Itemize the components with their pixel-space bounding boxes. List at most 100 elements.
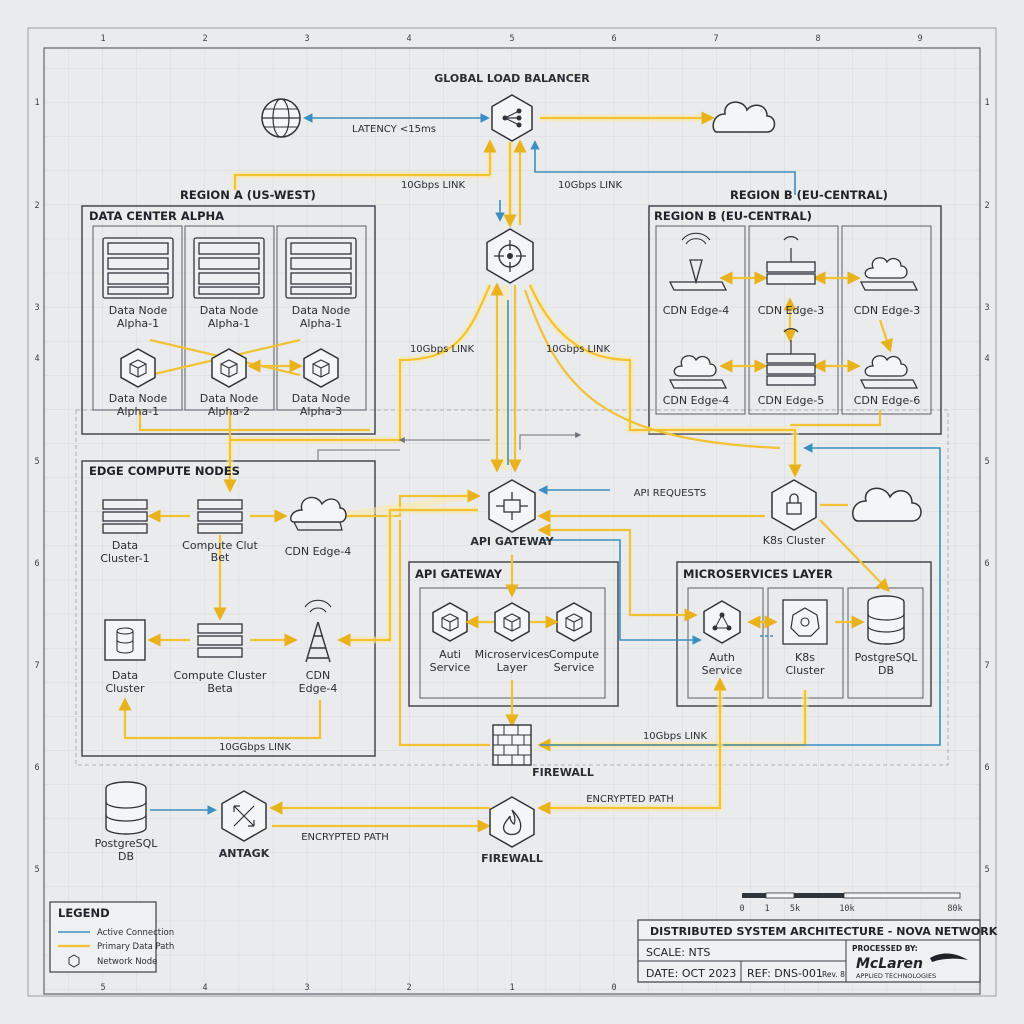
firewall-brick-icon[interactable] (492, 724, 532, 766)
firewall-flame-icon[interactable] (489, 796, 535, 848)
antagk-icon[interactable] (221, 790, 267, 842)
service-label: Service (702, 664, 743, 677)
api-gateway-label: API GATEWAY (470, 535, 554, 548)
server-stack-icon (102, 499, 148, 534)
server-stack-icon (197, 623, 243, 658)
database-icon (867, 595, 905, 645)
cloud-edge-icon (290, 496, 347, 531)
link-label: 10Gbps LINK (401, 180, 466, 191)
cloud-icon (712, 101, 776, 133)
date-text: DATE: OCT 2023 (646, 967, 736, 980)
title-block: DISTRIBUTED SYSTEM ARCHITECTURE - NOVA N… (637, 919, 998, 983)
grid-refs-top: 1 2 3 4 5 6 7 8 9 (100, 34, 922, 44)
legend: LEGEND Active Connection Primary Data Pa… (49, 901, 174, 973)
latency-label: LATENCY <15ms (352, 124, 436, 135)
server-rack-icon (193, 237, 265, 299)
scale-tick: 10k (839, 904, 854, 914)
grid-row-label: 4 (984, 354, 989, 364)
grid-col-label: 5 (509, 34, 514, 44)
grid-col-label: 8 (815, 34, 820, 44)
grid-col-label: 3 (304, 983, 309, 993)
node-label: Alpha-3 (300, 405, 342, 418)
cloud-edge-icon (668, 355, 728, 389)
server-label: Alpha-1 (208, 317, 250, 330)
node-label: Data (112, 539, 138, 552)
region-b-title: REGION B (EU-CENTRAL) (730, 188, 888, 202)
grid-row-label: 6 (984, 559, 989, 569)
service-label: DB (878, 664, 894, 677)
grid-row-label: 2 (984, 201, 989, 211)
grid-col-label: 5 (100, 983, 105, 993)
legend-title: LEGEND (58, 906, 110, 920)
processed-by-text: PROCESSED BY: (852, 944, 918, 953)
cube-node-icon[interactable] (303, 348, 339, 388)
grid-row-label: 5 (34, 865, 39, 875)
node-label: Data (112, 669, 138, 682)
server-column-3 (276, 225, 367, 411)
node-label: Data Node (200, 392, 259, 405)
server-rack-icon (285, 237, 357, 299)
firewall-label: FIREWALL (532, 766, 594, 779)
load-balancer-icon[interactable] (491, 94, 533, 142)
node-label: CDN Edge-4 (285, 545, 352, 558)
node-label: Alpha-2 (208, 405, 250, 418)
auth-network-icon[interactable] (703, 600, 741, 644)
global-lb-label: GLOBAL LOAD BALANCER (434, 72, 590, 85)
node-label: Cluster-1 (100, 552, 149, 565)
service-label: Layer (497, 661, 528, 674)
node-label: Compute Cluster (174, 669, 267, 682)
grid-row-label: 2 (34, 201, 39, 211)
region-b-inner-title: REGION B (EU-CENTRAL) (654, 209, 812, 223)
cube-node-icon[interactable] (120, 348, 156, 388)
cdn-edge-label: CDN Edge-3 (758, 304, 825, 317)
inner-frame (43, 47, 981, 995)
node-label: CDN (306, 669, 330, 682)
target-node-icon[interactable] (486, 228, 534, 284)
service-label: Service (430, 661, 471, 674)
postgres-label: DB (118, 850, 134, 863)
api-gateway-box (408, 561, 619, 707)
grid-col-label: 4 (202, 983, 207, 993)
grid-refs-right: 1 2 3 4 5 6 7 6 5 (984, 98, 989, 875)
region-b-column-3 (841, 225, 932, 415)
antenna-edge-icon (668, 232, 728, 291)
legend-item: Primary Data Path (97, 942, 174, 952)
grid-col-label: 1 (100, 34, 105, 44)
cube-node-icon[interactable] (211, 348, 247, 388)
kubernetes-icon[interactable] (782, 599, 828, 645)
brand-subtitle: APPLIED TECHNOLOGIES (856, 972, 936, 980)
rev-text: Rev. 8 (822, 970, 845, 979)
grid-row-label: 3 (984, 303, 989, 313)
cdn-edge-label: CDN Edge-4 (663, 304, 730, 317)
server-edge-icon (766, 236, 816, 285)
grid-row-label: 6 (984, 763, 989, 773)
title-block-title: DISTRIBUTED SYSTEM ARCHITECTURE - NOVA N… (650, 925, 998, 938)
node-label: Alpha-1 (117, 405, 159, 418)
grid-row-label: 4 (34, 354, 39, 364)
server-edge-icon (766, 328, 816, 386)
grid-row-label: 5 (984, 865, 989, 875)
encrypted-path-label: ENCRYPTED PATH (301, 832, 389, 843)
lock-icon[interactable] (771, 479, 817, 531)
api-gateway-icon[interactable] (488, 479, 536, 533)
cdn-edge-label: CDN Edge-3 (854, 304, 921, 317)
antagk-label: ANTAGK (219, 847, 270, 860)
ref-text: REF: DNS-001 (747, 967, 823, 980)
api-gateway-box-title: API GATEWAY (415, 567, 503, 581)
service-label: Cluster (785, 664, 825, 677)
cdn-edge-label: CDN Edge-6 (854, 394, 921, 407)
grid-col-label: 6 (611, 34, 616, 44)
cdn-edge-label: CDN Edge-4 (663, 394, 730, 407)
hexagon-icon (68, 954, 80, 968)
brand-logo: McLaren (856, 956, 923, 972)
server-stack-icon (197, 499, 243, 534)
scale-tick: 1 (764, 904, 769, 914)
link-label: 10Gbps LINK (410, 344, 475, 355)
grid-row-label: 5 (34, 457, 39, 467)
server-label: Data Node (109, 304, 168, 317)
grid-col-label: 1 (509, 983, 514, 993)
region-a-title: REGION A (US-WEST) (180, 188, 316, 202)
grid-row-label: 3 (34, 303, 39, 313)
legend-item: Active Connection (97, 928, 174, 938)
